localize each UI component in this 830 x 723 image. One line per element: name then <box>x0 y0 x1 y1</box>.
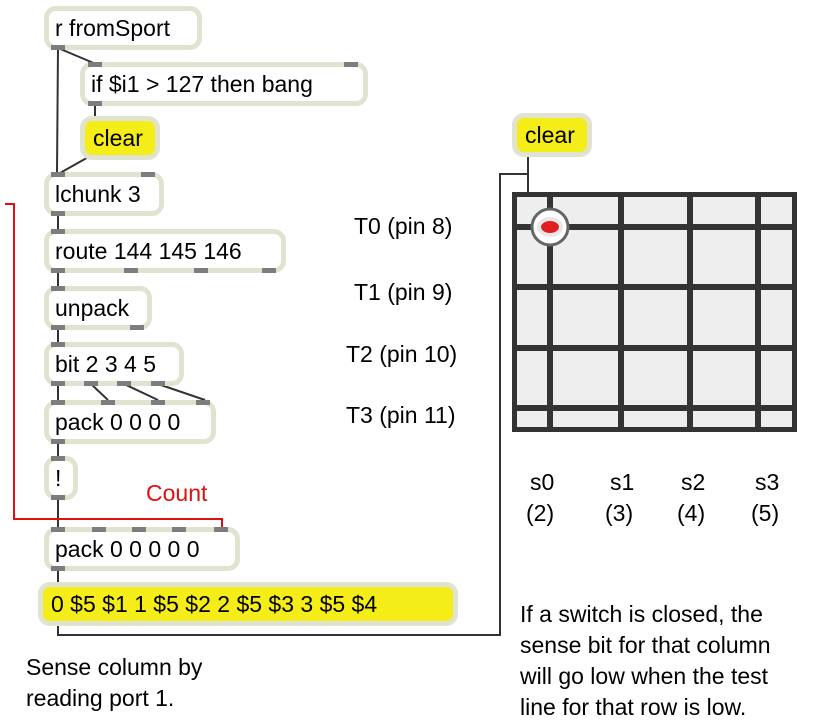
column-pin-s3: (5) <box>751 500 780 526</box>
column-label-s3: s3 <box>755 469 780 495</box>
outlet[interactable] <box>262 268 276 273</box>
outlet[interactable] <box>194 268 208 273</box>
outlet[interactable] <box>124 268 138 273</box>
inlet[interactable] <box>51 456 65 461</box>
outlet[interactable] <box>51 45 65 50</box>
inlet[interactable] <box>344 62 358 67</box>
inlet[interactable] <box>88 62 102 67</box>
cord-bit-to-pack-4 <box>157 383 206 401</box>
matrix-lines <box>517 197 792 427</box>
row-label-t3: T3 (pin 11) <box>346 402 456 428</box>
comment-line: If a switch is closed, the <box>520 601 763 627</box>
inlet[interactable] <box>51 342 65 347</box>
not-object[interactable]: ! <box>44 456 78 500</box>
comment-right: If a switch is closed, the sense bit for… <box>520 599 771 723</box>
lchunk-text: lchunk 3 <box>55 181 141 207</box>
comment-line: Sense column by <box>26 654 203 680</box>
cord-receive-to-if <box>57 47 97 65</box>
lchunk-object[interactable]: lchunk 3 <box>44 172 164 216</box>
cord-receive-to-lchunk <box>56 47 59 173</box>
outlet[interactable] <box>51 211 65 216</box>
column-pin-s2: (4) <box>677 500 706 526</box>
bit-object[interactable]: bit 2 3 4 5 <box>44 342 184 386</box>
not-text: ! <box>55 465 62 491</box>
if-bang-text: if $i1 > 127 then bang <box>91 71 313 97</box>
count-label: Count <box>146 480 208 506</box>
outlet[interactable] <box>51 495 65 500</box>
route-text: route 144 145 146 <box>55 238 242 264</box>
outlet[interactable] <box>151 381 165 386</box>
comment-line: reading port 1. <box>26 685 175 711</box>
clear-text-left: clear <box>93 125 143 151</box>
outlet[interactable] <box>130 325 144 330</box>
outlet[interactable] <box>51 439 65 444</box>
receive-object[interactable]: r fromSport <box>44 6 202 50</box>
cord-bit-to-pack-3 <box>123 383 159 401</box>
clear-message-left[interactable]: clear <box>80 116 160 160</box>
column-pin-s1: (3) <box>605 500 634 526</box>
inlet[interactable] <box>214 527 228 532</box>
inlet[interactable] <box>101 400 115 405</box>
clear-text-right: clear <box>525 122 575 148</box>
comment-line: sense bit for that column <box>520 632 771 658</box>
outlet[interactable] <box>51 566 65 571</box>
pack5-object[interactable]: pack 0 0 0 0 0 <box>44 527 240 571</box>
inlet[interactable] <box>51 400 65 405</box>
inlet[interactable] <box>172 527 186 532</box>
column-pin-s0: (2) <box>526 500 555 526</box>
outlet[interactable] <box>88 101 102 106</box>
outlet[interactable] <box>51 268 65 273</box>
if-bang-object[interactable]: if $i1 > 127 then bang <box>80 62 368 106</box>
switch-matrix[interactable] <box>512 192 797 432</box>
inlet[interactable] <box>132 527 146 532</box>
outlet[interactable] <box>51 325 65 330</box>
unpack-text: unpack <box>55 295 130 321</box>
inlet[interactable] <box>51 527 65 532</box>
inlet[interactable] <box>51 286 65 291</box>
receive-text: r fromSport <box>55 15 171 41</box>
outlet[interactable] <box>117 381 131 386</box>
row-label-t1: T1 (pin 9) <box>354 279 453 305</box>
pack5-text: pack 0 0 0 0 0 <box>55 536 200 562</box>
cord-bit-to-pack-2 <box>90 383 109 401</box>
column-label-s1: s1 <box>610 469 635 495</box>
row-label-t2: T2 (pin 10) <box>346 341 458 367</box>
bit-text: bit 2 3 4 5 <box>55 351 157 377</box>
inlet[interactable] <box>196 400 210 405</box>
inlet[interactable] <box>92 527 106 532</box>
output-message[interactable]: 0 $5 $1 1 $5 $2 2 $5 $3 3 $5 $4 <box>38 582 458 626</box>
inlet[interactable] <box>51 172 65 177</box>
clear-message-right[interactable]: clear <box>512 113 592 157</box>
row-label-t0: T0 (pin 8) <box>354 213 453 239</box>
outlet[interactable] <box>84 381 98 386</box>
unpack-object[interactable]: unpack <box>44 286 152 330</box>
comment-left: Sense column by reading port 1. <box>26 652 202 714</box>
output-message-text: 0 $5 $1 1 $5 $2 2 $5 $3 3 $5 $4 <box>51 591 378 617</box>
inlet[interactable] <box>51 229 65 234</box>
pack4-object[interactable]: pack 0 0 0 0 <box>44 400 216 444</box>
column-label-s2: s2 <box>681 469 706 495</box>
pack4-text: pack 0 0 0 0 <box>55 409 181 435</box>
red-led-icon <box>530 207 570 247</box>
outlet[interactable] <box>51 381 65 386</box>
comment-line: line for that row is low. <box>520 694 747 720</box>
inlet[interactable] <box>141 172 155 177</box>
column-label-s0: s0 <box>530 469 555 495</box>
inlet[interactable] <box>151 400 165 405</box>
route-object[interactable]: route 144 145 146 <box>44 229 286 273</box>
comment-line: will go low when the test <box>520 663 769 689</box>
